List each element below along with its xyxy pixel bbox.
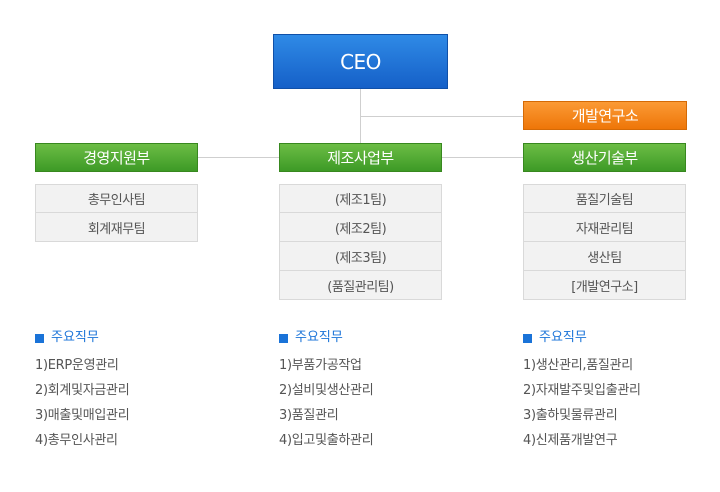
- duty-item: 1)생산관리,품질관리: [523, 358, 633, 373]
- team-item: (품질관리팀): [279, 271, 442, 300]
- lab-box: 개발연구소: [523, 101, 687, 130]
- duty-item: 3)출하및물류관리: [523, 408, 618, 423]
- duties-title: 주요직무: [295, 330, 343, 345]
- department-box: 제조사업부: [279, 143, 442, 172]
- duty-item: 1)ERP운영관리: [35, 358, 119, 373]
- team-item: (제조2팀): [279, 213, 442, 242]
- team-list: (제조1팀) (제조2팀) (제조3팀) (품질관리팀): [279, 184, 442, 300]
- duty-item: 2)자재발주및입출관리: [523, 383, 641, 398]
- duty-item: 4)입고및출하관리: [279, 433, 374, 448]
- square-bullet-icon: [279, 333, 288, 343]
- square-bullet-icon: [35, 333, 44, 343]
- duties-heading: 주요직무: [523, 328, 713, 348]
- duties-section: 주요직무 1)ERP운영관리 2)회계및자금관리 3)매출및매입관리 4)총무인…: [35, 328, 225, 453]
- duty-item: 4)신제품개발연구: [523, 433, 618, 448]
- duty-item: 3)품질관리: [279, 408, 339, 423]
- department-box: 생산기술부: [523, 143, 686, 172]
- team-item: 자재관리팀: [523, 213, 686, 242]
- square-bullet-icon: [523, 333, 532, 343]
- duty-item: 2)설비및생산관리: [279, 383, 374, 398]
- duty-item: 2)회계및자금관리: [35, 383, 130, 398]
- department-box: 경영지원부: [35, 143, 198, 172]
- duties-section: 주요직무 1)생산관리,품질관리 2)자재발주및입출관리 3)출하및물류관리 4…: [523, 328, 713, 453]
- team-item: 총무인사팀: [35, 184, 198, 213]
- team-list: 총무인사팀 회계재무팀: [35, 184, 198, 242]
- team-item: 품질기술팀: [523, 184, 686, 213]
- duties-title: 주요직무: [51, 330, 99, 345]
- team-item: (제조1팀): [279, 184, 442, 213]
- team-item: [개발연구소]: [523, 271, 686, 300]
- duties-section: 주요직무 1)부품가공작업 2)설비및생산관리 3)품질관리 4)입고및출하관리: [279, 328, 469, 453]
- duties-heading: 주요직무: [35, 328, 225, 348]
- team-item: (제조3팀): [279, 242, 442, 271]
- duty-item: 3)매출및매입관리: [35, 408, 130, 423]
- team-list: 품질기술팀 자재관리팀 생산팀 [개발연구소]: [523, 184, 686, 300]
- duties-heading: 주요직무: [279, 328, 469, 348]
- duties-title: 주요직무: [539, 330, 587, 345]
- connector-lab-horizontal: [360, 116, 523, 117]
- team-item: 생산팀: [523, 242, 686, 271]
- duty-item: 1)부품가공작업: [279, 358, 362, 373]
- team-item: 회계재무팀: [35, 213, 198, 242]
- ceo-box: CEO: [273, 34, 448, 89]
- duty-item: 4)총무인사관리: [35, 433, 118, 448]
